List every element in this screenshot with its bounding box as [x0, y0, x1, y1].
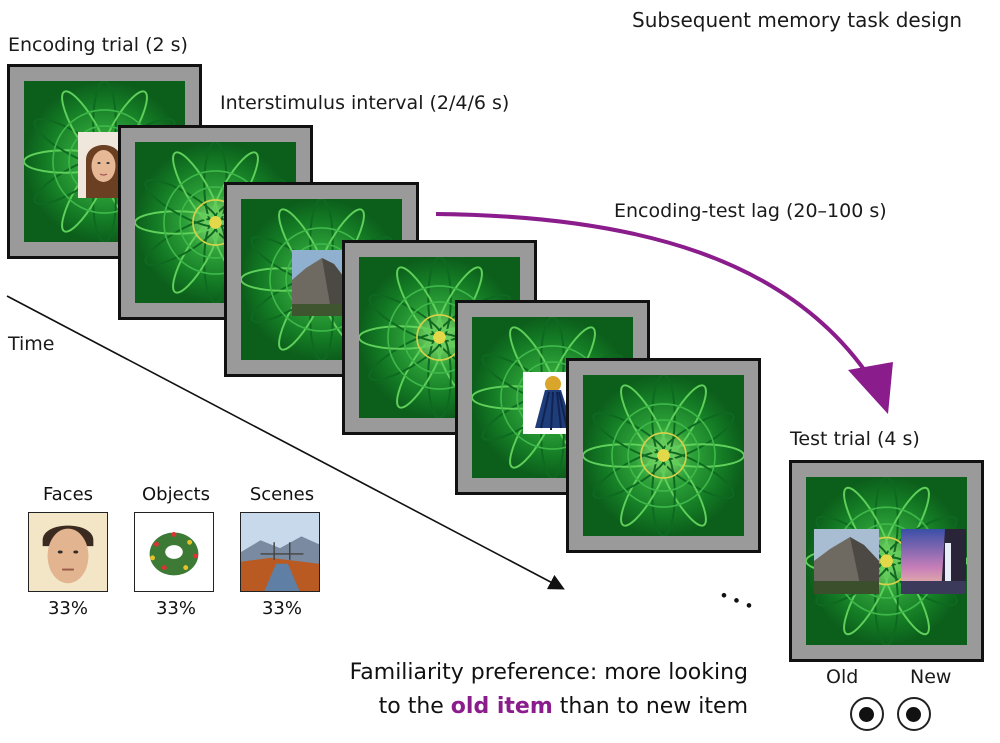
lag-arrowhead — [848, 362, 893, 414]
frame-test-trial — [789, 460, 984, 662]
test-new-label: New — [910, 666, 952, 688]
category-name-objects: Objects — [141, 484, 210, 505]
time-label: Time — [8, 333, 55, 355]
category-percent-faces: 33% — [47, 598, 88, 619]
category-percent-scenes: 33% — [261, 598, 302, 619]
figure-title: Subsequent memory task design — [632, 8, 963, 32]
caption-line-1: Familiarity preference: more looking — [349, 660, 748, 685]
caption-highlight: old item — [450, 694, 553, 719]
caption-line-2-suffix: than to new item — [552, 694, 748, 719]
encoding-trial-label: Encoding trial (2 s) — [8, 34, 188, 56]
scene-stimulus-mountain — [292, 250, 346, 316]
test-old-label: Old — [826, 666, 859, 688]
caption-line-2-prefix: to the — [378, 694, 451, 719]
kaleidoscope-background — [583, 375, 744, 536]
time-arrow — [6, 295, 565, 590]
test-trial-label: Test trial (4 s) — [790, 428, 920, 450]
category-image-scene — [240, 512, 320, 592]
left-eye-icon — [850, 697, 884, 731]
caption-line-2: to the old item than to new item — [379, 694, 748, 719]
category-image-face — [28, 512, 108, 592]
right-eye-icon — [897, 697, 931, 731]
category-image-object — [134, 512, 214, 592]
test-new-item-waterfall — [901, 529, 966, 594]
lag-label: Encoding-test lag (20–100 s) — [614, 200, 887, 222]
category-name-scenes: Scenes — [249, 484, 315, 505]
category-percent-objects: 33% — [155, 598, 196, 619]
category-name-faces: Faces — [42, 484, 94, 505]
frame-isi-3 — [566, 358, 761, 553]
lag-arrow-curve — [435, 212, 872, 380]
test-old-item-mountain — [814, 529, 879, 594]
isi-label: Interstimulus interval (2/4/6 s) — [220, 92, 510, 114]
